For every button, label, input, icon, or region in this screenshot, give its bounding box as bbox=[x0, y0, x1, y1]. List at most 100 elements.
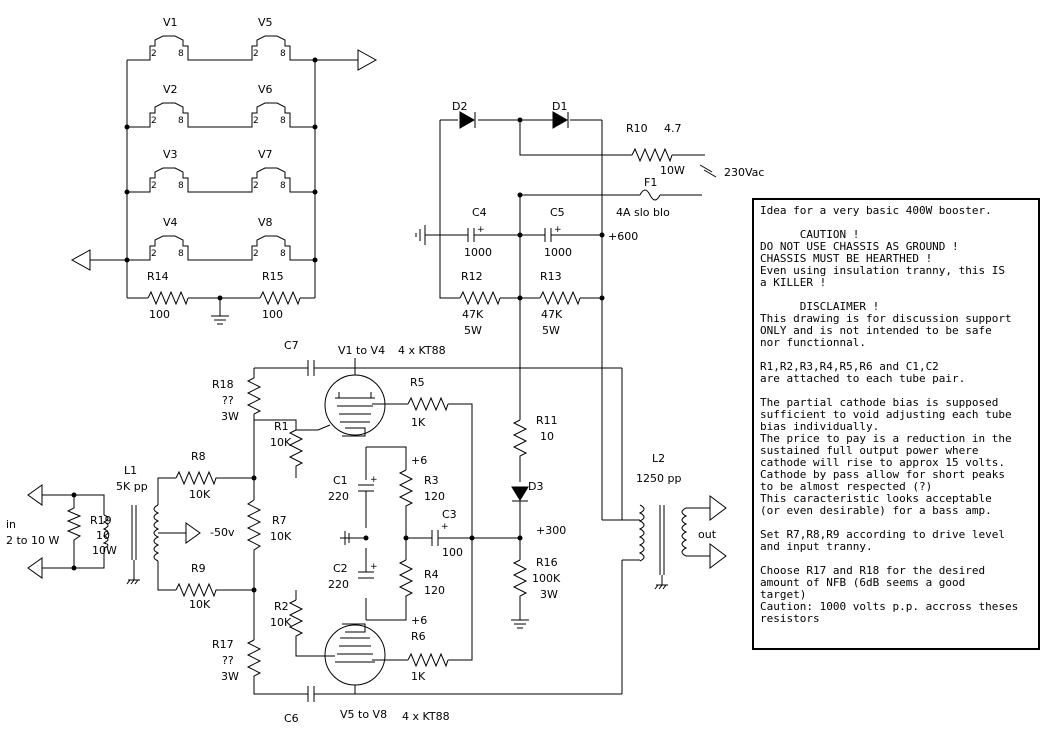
svg-text:+: + bbox=[370, 475, 378, 485]
note-line: to be almost respected (?) bbox=[760, 480, 933, 493]
input-terminal-top-icon bbox=[27, 484, 43, 506]
input-terminal-bottom-icon bbox=[27, 557, 43, 579]
label-r19: R19 bbox=[90, 514, 112, 527]
label-l1: L1 bbox=[124, 464, 137, 477]
label-v5: V5 bbox=[258, 16, 273, 29]
label-r19-watt: 10W bbox=[92, 544, 117, 557]
pin-label: 8 bbox=[178, 49, 184, 59]
label-r18-value: ?? bbox=[222, 394, 234, 407]
r1-resistor bbox=[288, 429, 304, 470]
c4-capacitor bbox=[467, 228, 475, 242]
label-c4-value: 1000 bbox=[464, 246, 492, 259]
label-r5-value: 1K bbox=[411, 416, 426, 429]
r4-resistor bbox=[398, 559, 414, 600]
r13-resistor bbox=[539, 290, 581, 306]
label-plus600: +600 bbox=[608, 230, 638, 243]
label-v2: V2 bbox=[163, 83, 178, 96]
label-d3: D3 bbox=[528, 480, 543, 493]
note-line: ONLY and is not intended to be safe bbox=[760, 324, 992, 337]
label-r18: R18 bbox=[212, 378, 234, 391]
c7-capacitor bbox=[307, 360, 315, 376]
r7-resistor bbox=[246, 499, 262, 560]
note-line: sustained full output power where bbox=[760, 444, 979, 457]
svg-text:+: + bbox=[477, 225, 485, 235]
note-line: Even using insulation tranny, this IS bbox=[760, 264, 1006, 277]
output-terminal-top-icon bbox=[709, 495, 727, 521]
bias-feed-arrow bbox=[185, 522, 201, 544]
label-v7: V7 bbox=[258, 148, 273, 161]
note-line: Idea for a very basic 400W booster. bbox=[760, 204, 992, 217]
label-plus300: +300 bbox=[536, 524, 566, 537]
note-line: Caution: 1000 volts p.p. accross theses bbox=[760, 600, 1019, 613]
label-r3-value: 120 bbox=[424, 490, 445, 503]
label-c2: C2 bbox=[333, 562, 348, 575]
c5-capacitor bbox=[544, 228, 552, 242]
note-line: Cathode by pass allow for short peaks bbox=[760, 468, 1006, 481]
r9-resistor bbox=[175, 582, 254, 598]
label-out: out bbox=[698, 528, 717, 541]
label-plus6-top: +6 bbox=[411, 454, 427, 467]
label-r7: R7 bbox=[272, 514, 287, 527]
note-line: target) bbox=[760, 588, 807, 601]
label-r12-watt: 5W bbox=[464, 324, 482, 337]
label-l2: L2 bbox=[652, 452, 665, 465]
d3-diode bbox=[511, 486, 529, 501]
note-line: (or even desirable) for a bass amp. bbox=[760, 504, 992, 517]
r18-resistor bbox=[246, 368, 262, 420]
label-r14: R14 bbox=[147, 270, 169, 283]
note-line: The price to pay is a reduction in the bbox=[760, 432, 1012, 445]
label-r6-value: 1K bbox=[411, 670, 426, 683]
svg-text:+: + bbox=[370, 562, 378, 572]
label-r10-value: 4.7 bbox=[664, 122, 682, 135]
label-v1: V1 bbox=[163, 16, 178, 29]
label-r10-watt: 10W bbox=[660, 164, 685, 177]
label-r2-value: 10K bbox=[270, 616, 292, 629]
pin-label: 2 bbox=[253, 181, 259, 191]
pin-label: 8 bbox=[178, 249, 184, 259]
note-line: DO NOT USE CHASSIS AS GROUND ! bbox=[760, 240, 959, 253]
note-line: The partial cathode bias is supposed bbox=[760, 396, 999, 409]
output-tubes-section: + + + bbox=[254, 358, 727, 694]
label-r12: R12 bbox=[461, 270, 483, 283]
r8-resistor bbox=[175, 470, 254, 486]
note-line: R1,R2,R3,R4,R5,R6 and C1,C2 bbox=[760, 360, 939, 373]
r16-ground-icon bbox=[511, 619, 529, 629]
label-r16-value: 100K bbox=[532, 572, 561, 585]
label-v8: V8 bbox=[258, 216, 273, 229]
label-tubes-top: V1 to V4 bbox=[338, 344, 385, 357]
c3-capacitor bbox=[431, 530, 439, 546]
note-line: This caracteristic looks acceptable bbox=[760, 492, 992, 505]
label-v4: V4 bbox=[163, 216, 178, 229]
cathode-ground-icon bbox=[340, 531, 366, 545]
label-c7: C7 bbox=[284, 339, 299, 352]
d2-diode bbox=[459, 111, 476, 129]
label-kt-bottom: 4 x KT88 bbox=[402, 710, 450, 723]
label-mains: 230Vac bbox=[724, 166, 764, 179]
label-r19-value: 10 bbox=[96, 529, 110, 542]
upper-tube-icon bbox=[324, 374, 386, 436]
r3-resistor bbox=[398, 469, 414, 515]
label-r9: R9 bbox=[191, 562, 206, 575]
label-plus6-bottom: +6 bbox=[411, 614, 427, 627]
c1-capacitor bbox=[358, 484, 374, 492]
pin-label: 2 bbox=[253, 249, 259, 259]
r6-resistor bbox=[407, 652, 449, 668]
note-line: bias individually. bbox=[760, 420, 880, 433]
heater-input-arrow bbox=[70, 249, 91, 271]
pin-label: 8 bbox=[280, 181, 286, 191]
note-line: CHASSIS MUST BE HEARTHED ! bbox=[760, 252, 933, 265]
label-v6: V6 bbox=[258, 83, 273, 96]
svg-text:+: + bbox=[554, 225, 562, 235]
label-l1-value: 5K pp bbox=[116, 480, 148, 493]
note-line: amount of NFB (6dB seems a good bbox=[760, 576, 966, 589]
label-r8: R8 bbox=[191, 450, 206, 463]
label-f1: F1 bbox=[644, 176, 657, 189]
r10-resistor bbox=[631, 147, 673, 163]
l2-transformer bbox=[638, 504, 645, 562]
l1-chassis-icon bbox=[126, 560, 140, 585]
label-r11-value: 10 bbox=[540, 430, 554, 443]
output-terminal-bottom-icon bbox=[709, 543, 727, 569]
label-c6: C6 bbox=[284, 712, 299, 725]
